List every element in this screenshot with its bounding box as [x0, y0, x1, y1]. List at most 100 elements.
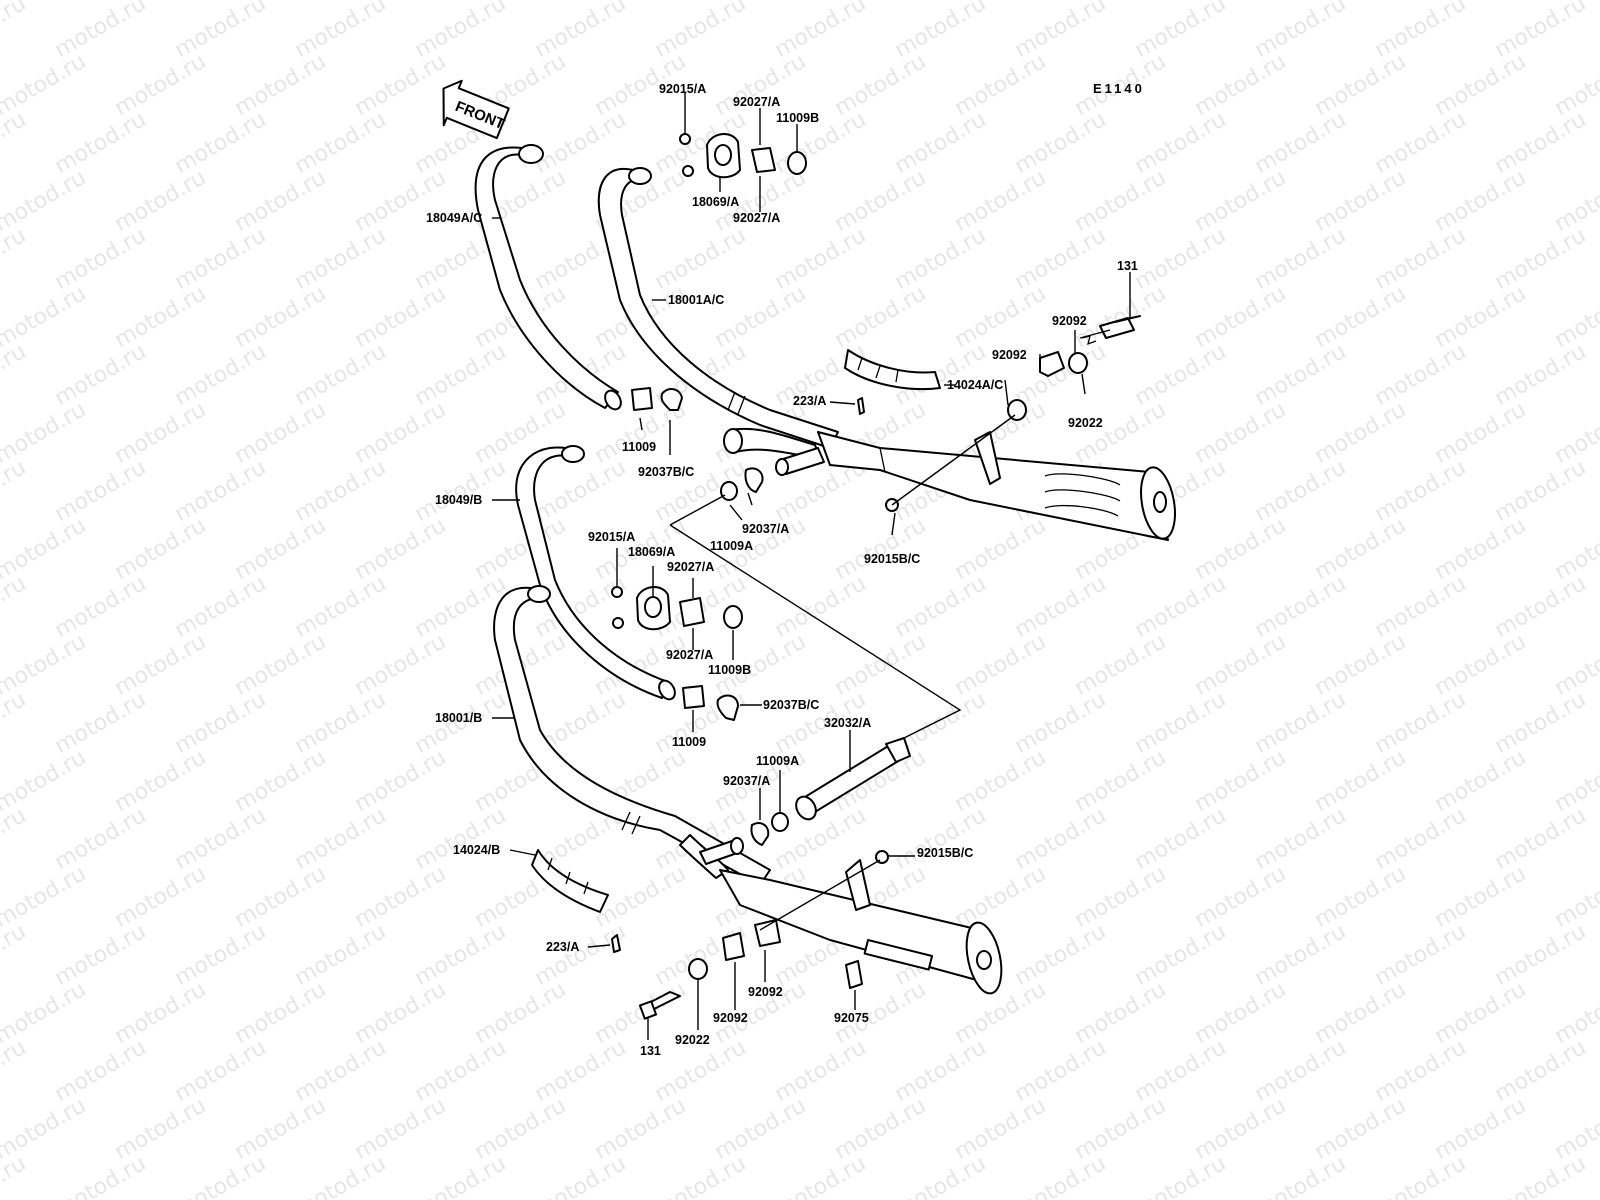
watermark-text: motod.ru	[111, 745, 211, 817]
watermark-text: motod.ru	[1251, 1151, 1351, 1200]
watermark-text: motod.ru	[231, 397, 331, 469]
watermark-text: motod.ru	[771, 1151, 871, 1200]
label-92092-a: 92092	[1052, 314, 1087, 328]
watermark-text: motod.ru	[231, 1093, 331, 1165]
watermark-text: motod.ru	[1371, 455, 1471, 527]
watermark-text: motod.ru	[231, 281, 331, 353]
watermark-text: motod.ru	[1191, 861, 1291, 933]
watermark-text: motod.ru	[651, 0, 751, 63]
label-92022-top: 92022	[1068, 416, 1103, 430]
watermark-text: motod.ru	[1311, 1093, 1411, 1165]
watermark-text: motod.ru	[1371, 0, 1471, 63]
label-92027a-top: 92027/A	[733, 95, 780, 109]
watermark-text: motod.ru	[1311, 49, 1411, 121]
watermark-text: motod.ru	[831, 49, 931, 121]
mount-hardware-upper	[857, 315, 1141, 512]
watermark-text: motod.ru	[1011, 0, 1111, 63]
watermark-text: motod.ru	[1131, 571, 1231, 643]
watermark-text: motod.ru	[1251, 919, 1351, 991]
watermark-text: motod.ru	[1431, 513, 1531, 585]
watermark-text: motod.ru	[1431, 49, 1531, 121]
watermark-text: motod.ru	[1311, 629, 1411, 701]
label-18049b: 18049/B	[435, 493, 482, 507]
watermark-text: motod.ru	[231, 513, 331, 585]
watermark-text: motod.ru	[0, 339, 30, 411]
watermark-text: motod.ru	[1491, 455, 1591, 527]
watermark-text: motod.ru	[1371, 223, 1471, 295]
watermark-text: motod.ru	[0, 687, 30, 759]
watermark-text: motod.ru	[951, 49, 1051, 121]
label-92027a-mid2: 92027/A	[666, 648, 713, 662]
watermark-text: motod.ru	[1011, 803, 1111, 875]
label-92092-d: 92092	[713, 1011, 748, 1025]
watermark-text: motod.ru	[411, 1151, 511, 1200]
watermark-text: motod.ru	[111, 629, 211, 701]
watermark-text: motod.ru	[1071, 861, 1171, 933]
label-92015a-top: 92015/A	[659, 82, 706, 96]
watermark-text: motod.ru	[1071, 397, 1171, 469]
heat-shield-14024b	[531, 849, 609, 913]
watermark-text: motod.ru	[1431, 1093, 1531, 1165]
watermark-text: motod.ru	[831, 629, 931, 701]
connector-pipe-lower	[679, 834, 744, 879]
watermark-text: motod.ru	[171, 1035, 271, 1107]
watermark-text: motod.ru	[1131, 339, 1231, 411]
watermark-text: motod.ru	[1011, 919, 1111, 991]
watermark-text: motod.ru	[231, 977, 331, 1049]
watermark-text: motod.ru	[171, 571, 271, 643]
watermark-text: motod.ru	[51, 0, 151, 63]
watermark-text: motod.ru	[1131, 919, 1231, 991]
watermark-text: motod.ru	[1311, 165, 1411, 237]
exhaust-pipe-18001ac	[597, 167, 839, 449]
label-92015bc-top: 92015B/C	[864, 552, 920, 566]
watermark-text: motod.ru	[1191, 165, 1291, 237]
watermark-text: motod.ru	[1251, 339, 1351, 411]
watermark-text: motod.ru	[1011, 1151, 1111, 1200]
watermark-text: motod.ru	[651, 223, 751, 295]
label-18069a-top: 18069/A	[692, 195, 739, 209]
watermark-text: motod.ru	[291, 919, 391, 991]
muffler-upper	[817, 431, 1176, 541]
watermark-text: motod.ru	[411, 339, 511, 411]
label-92037a-mid: 92037/A	[723, 774, 770, 788]
watermark-text: motod.ru	[531, 919, 631, 991]
watermark-text: motod.ru	[951, 281, 1051, 353]
watermark-text: motod.ru	[0, 0, 30, 63]
watermark-text: motod.ru	[1431, 165, 1531, 237]
watermark-text: motod.ru	[1311, 513, 1411, 585]
watermark-text: motod.ru	[891, 1035, 991, 1107]
watermark-text: motod.ru	[1371, 571, 1471, 643]
watermark-text: motod.ru	[231, 861, 331, 933]
watermark-text: motod.ru	[1011, 571, 1111, 643]
watermark-text: motod.ru	[891, 107, 991, 179]
label-92092-b: 92092	[992, 348, 1027, 362]
label-18049ac: 18049A/C	[426, 211, 482, 225]
watermark-text: motod.ru	[1071, 165, 1171, 237]
watermark-text: motod.ru	[231, 49, 331, 121]
watermark-text: motod.ru	[1431, 861, 1531, 933]
watermark-text: motod.ru	[1071, 745, 1171, 817]
watermark-text: motod.ru	[531, 0, 631, 63]
watermark-text: motod.ru	[1491, 339, 1591, 411]
watermark-text: motod.ru	[1011, 223, 1111, 295]
watermark-text: motod.ru	[1311, 281, 1411, 353]
watermark-text: motod.ru	[1311, 397, 1411, 469]
watermark-text: motod.ru	[591, 1093, 691, 1165]
watermark-text: motod.ru	[1371, 107, 1471, 179]
watermark-text: motod.ru	[0, 455, 30, 527]
watermark-text: motod.ru	[171, 455, 271, 527]
label-92022-bot: 92022	[675, 1033, 710, 1047]
watermark-text: motod.ru	[291, 1151, 391, 1200]
watermark-text: motod.ru	[0, 223, 30, 295]
watermark-text: motod.ru	[1371, 919, 1471, 991]
watermark-text: motod.ru	[111, 49, 211, 121]
exhaust-pipe-18049b	[515, 445, 676, 701]
watermark-text: motod.ru	[291, 455, 391, 527]
label-223a-top: 223/A	[793, 394, 826, 408]
watermark-text: motod.ru	[951, 1093, 1051, 1165]
watermark-text: motod.ru	[291, 687, 391, 759]
watermark-text: motod.ru	[771, 0, 871, 63]
watermark-text: motod.ru	[171, 339, 271, 411]
label-92037bc-top: 92037B/C	[638, 465, 694, 479]
label-18001ac: 18001A/C	[668, 293, 724, 307]
